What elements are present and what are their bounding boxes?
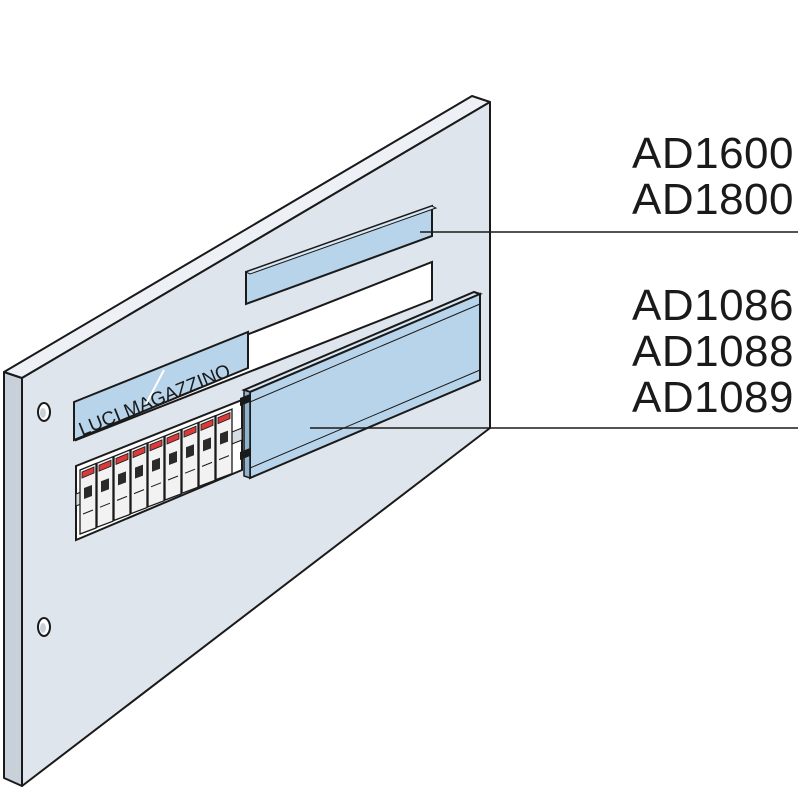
code-label-ad1086: AD1086	[631, 281, 794, 330]
circuit-breaker	[130, 442, 148, 515]
code-label-ad1088: AD1088	[631, 327, 794, 376]
circuit-breaker	[79, 462, 97, 535]
code-label-ad1089: AD1089	[631, 373, 794, 422]
circuit-breaker	[164, 428, 182, 501]
circuit-breaker	[147, 435, 165, 508]
cover-profile	[240, 290, 483, 480]
circuit-breaker	[96, 455, 114, 529]
circuit-breaker	[181, 421, 199, 495]
circuit-breaker	[198, 414, 216, 488]
code-label-ad1800: AD1800	[631, 175, 794, 224]
mounting-hole-bottom	[37, 617, 51, 637]
circuit-breaker	[113, 448, 131, 522]
panel-left-edge	[3, 371, 23, 787]
code-label-ad1600: AD1600	[631, 129, 794, 178]
mounting-hole-top	[37, 402, 51, 422]
label-strip-upper	[244, 204, 438, 306]
circuit-breaker	[215, 408, 233, 481]
breaker-row	[79, 408, 233, 535]
